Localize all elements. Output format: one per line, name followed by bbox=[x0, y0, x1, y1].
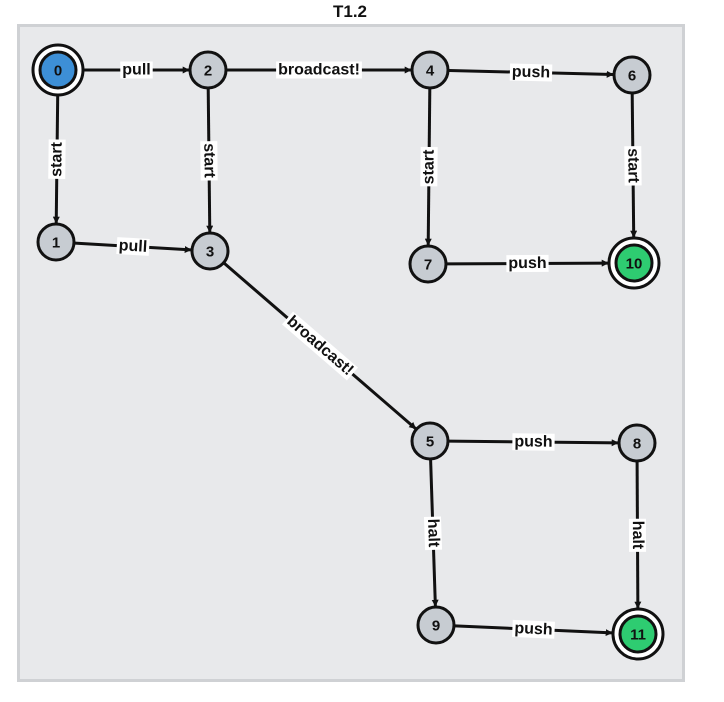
state-node-2[interactable]: 2 bbox=[188, 50, 228, 90]
edge-label: push bbox=[514, 620, 553, 639]
edge-label-background bbox=[120, 61, 153, 79]
diagram-title: T1.2 bbox=[332, 2, 368, 21]
edge-label-group: push bbox=[512, 619, 555, 639]
edge-label: halt bbox=[424, 519, 442, 549]
edge-label-group: push bbox=[506, 254, 549, 273]
edge-label-background bbox=[423, 516, 443, 551]
state-label: 7 bbox=[424, 257, 432, 274]
state-circle bbox=[410, 50, 450, 90]
state-label: 5 bbox=[426, 434, 434, 451]
edge-label-group: start bbox=[624, 146, 642, 186]
state-node-9[interactable]: 9 bbox=[416, 605, 456, 645]
state-label: 3 bbox=[206, 244, 214, 261]
state-label: 0 bbox=[54, 63, 62, 80]
state-circle bbox=[618, 614, 658, 654]
edge-label-group: start bbox=[420, 146, 438, 187]
edge-label-background bbox=[116, 237, 150, 256]
state-circle bbox=[408, 244, 448, 284]
edge-label-background bbox=[48, 139, 66, 179]
edge-label-background bbox=[200, 141, 218, 181]
edge-label: start bbox=[420, 149, 437, 185]
edge-label-group: broadcast! bbox=[281, 311, 359, 381]
edge-label-background bbox=[624, 146, 642, 186]
state-label: 4 bbox=[426, 63, 435, 80]
edge-label-group: halt bbox=[628, 518, 647, 552]
edge-label-group: push bbox=[512, 433, 555, 451]
edge-label-group: broadcast! bbox=[276, 61, 362, 79]
state-node-4[interactable]: 4 bbox=[410, 50, 450, 90]
edge-label-background bbox=[506, 254, 549, 273]
edge-label: push bbox=[508, 255, 546, 272]
state-circle bbox=[612, 55, 652, 95]
state-node-8[interactable]: 8 bbox=[617, 423, 657, 463]
state-label: 2 bbox=[204, 63, 212, 80]
state-node-1[interactable]: 1 bbox=[36, 222, 76, 262]
state-circle bbox=[410, 421, 450, 461]
edge-label: push bbox=[512, 64, 551, 82]
edge-label-group: pull bbox=[116, 237, 150, 256]
edge-label-background bbox=[420, 146, 438, 187]
state-label: 1 bbox=[52, 235, 60, 252]
state-circle bbox=[190, 231, 230, 271]
state-circle bbox=[38, 50, 78, 90]
state-label: 11 bbox=[630, 627, 646, 644]
edge-label: broadcast! bbox=[278, 62, 360, 79]
state-label: 9 bbox=[432, 618, 440, 635]
edge-label-group: push bbox=[509, 63, 553, 82]
edge-label: pull bbox=[122, 62, 150, 79]
state-node-3[interactable]: 3 bbox=[190, 231, 230, 271]
edge-label: broadcast! bbox=[283, 313, 356, 379]
edge-label-background bbox=[628, 518, 647, 552]
edge-label: start bbox=[624, 148, 641, 184]
state-label: 6 bbox=[628, 68, 636, 85]
edge-label-background bbox=[512, 619, 555, 639]
edge-label-background bbox=[276, 61, 362, 79]
state-node-11[interactable]: 11 bbox=[611, 607, 665, 661]
diagram-canvas bbox=[17, 24, 685, 682]
edge-label: push bbox=[514, 433, 552, 450]
edge-label-group: pull bbox=[120, 61, 153, 79]
edge-label-group: start bbox=[48, 139, 66, 179]
state-circle bbox=[36, 222, 76, 262]
state-node-5[interactable]: 5 bbox=[410, 421, 450, 461]
state-node-10[interactable]: 10 bbox=[607, 236, 661, 290]
state-circle bbox=[188, 50, 228, 90]
edge-label: start bbox=[48, 141, 65, 177]
edge-label-background bbox=[509, 63, 553, 82]
edge-label: pull bbox=[118, 237, 147, 256]
state-node-6[interactable]: 6 bbox=[612, 55, 652, 95]
edge-label: halt bbox=[629, 521, 646, 550]
state-circle bbox=[614, 243, 654, 283]
state-circle bbox=[416, 605, 456, 645]
state-label: 8 bbox=[633, 436, 641, 453]
state-node-0[interactable]: 0 bbox=[31, 43, 85, 97]
state-circle bbox=[617, 423, 657, 463]
edge-label-background bbox=[281, 311, 359, 381]
edge-label: start bbox=[200, 143, 217, 179]
edge-label-group: start bbox=[200, 141, 218, 181]
state-label: 10 bbox=[626, 256, 643, 273]
state-node-7[interactable]: 7 bbox=[408, 244, 448, 284]
edge-label-group: halt bbox=[423, 516, 443, 551]
edge-label-background bbox=[512, 433, 555, 451]
